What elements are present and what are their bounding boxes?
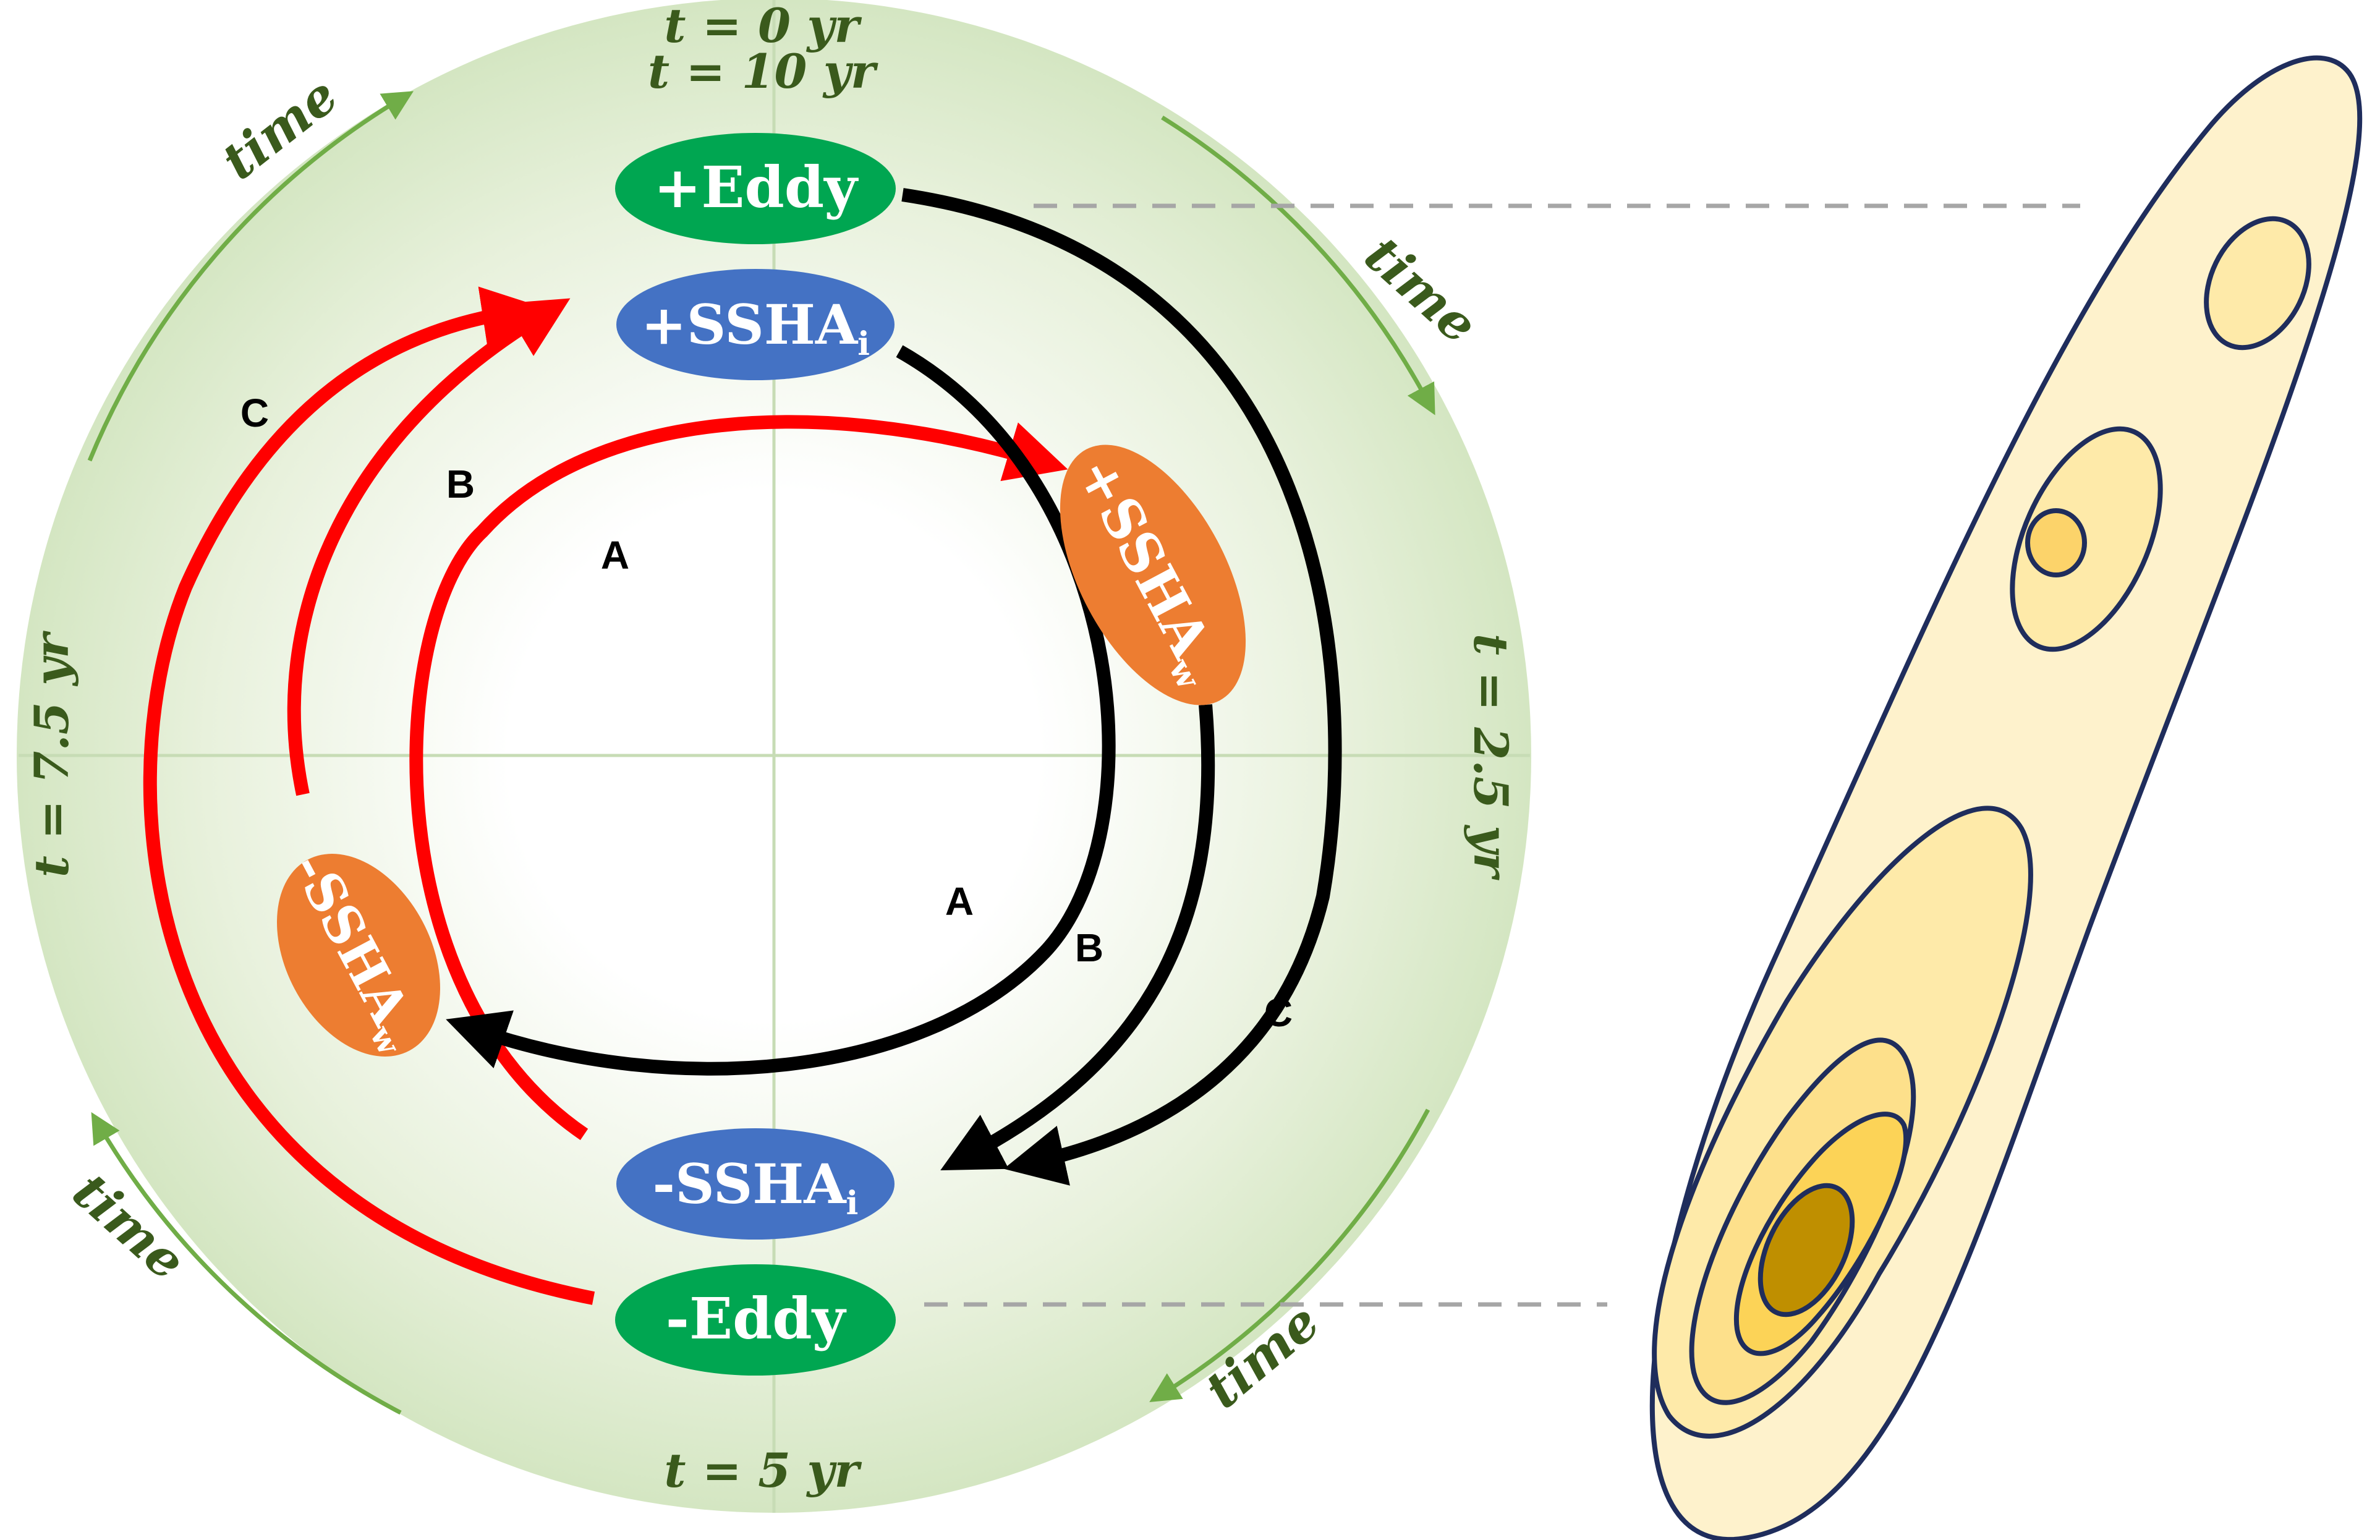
svg-text:-Eddy: -Eddy	[666, 1285, 847, 1352]
eddy-middle-inner-contour	[2025, 508, 2087, 577]
path-label-a-left: A	[601, 533, 629, 577]
response-arc-c	[901, 188, 1342, 1186]
node-pos-sshai: +SSHAi	[616, 269, 895, 380]
path-label-b-left: B	[446, 462, 475, 506]
path-label-b-right: B	[1075, 925, 1103, 970]
node-pos-eddy: +Eddy	[615, 133, 896, 244]
time-arrow-bottom-right	[1149, 1108, 1430, 1403]
node-neg-sshai: -SSHAi	[616, 1128, 895, 1240]
forcing-arc-b	[287, 298, 571, 796]
response-arc-b	[940, 704, 1215, 1171]
time-marker-bottom: t = 5 yr	[664, 1443, 862, 1498]
svg-text:+Eddy: +Eddy	[653, 154, 859, 221]
node-pos-sshaw: +SSHAw	[1060, 445, 1246, 705]
time-marker-top-line2: t = 10 yr	[648, 44, 878, 99]
svg-text:+SSHAi: +SSHAi	[641, 292, 870, 363]
time-arrow-top-right	[1161, 116, 1435, 415]
response-arc-a	[446, 345, 1116, 1076]
node-neg-eddy: -Eddy	[615, 1264, 896, 1376]
eddy-core-contour	[1757, 1183, 1855, 1317]
eddy-top-contour	[2204, 216, 2311, 351]
path-label-c-left: C	[240, 391, 269, 435]
forcing-arc-c	[143, 286, 595, 1305]
forcing-arc-a	[409, 415, 1068, 1141]
svg-text:-SSHAi: -SSHAi	[653, 1152, 859, 1222]
time-marker-left: t = 7.5 yr	[24, 631, 79, 878]
time-arrow-top-left	[87, 91, 414, 462]
time-marker-right: t = 2.5 yr	[1463, 634, 1518, 881]
eddy-shape-illustration	[1649, 55, 2363, 1540]
path-label-a-right: A	[945, 879, 974, 924]
time-marker-top-line1: t = 0 yr	[664, 0, 862, 53]
path-label-c-right: C	[1264, 990, 1293, 1035]
time-arrow-bottom-left	[91, 1112, 402, 1415]
